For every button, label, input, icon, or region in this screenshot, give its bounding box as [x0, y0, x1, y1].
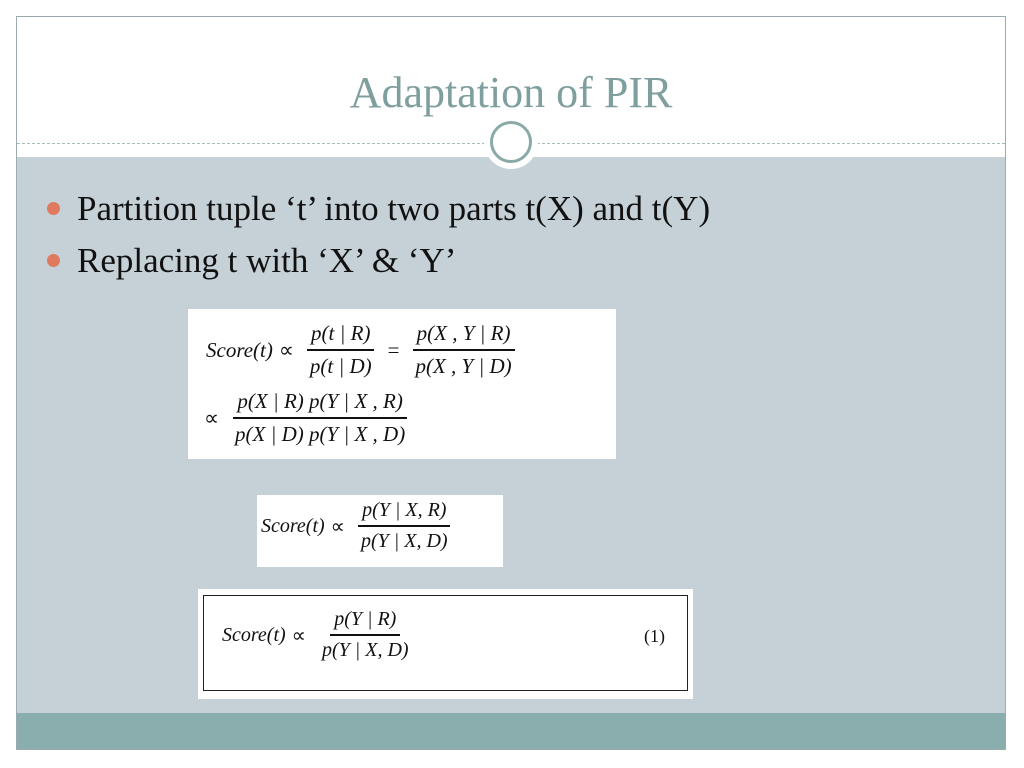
- eq2-proportional: ∝: [330, 515, 345, 538]
- eq3-numerator: p(Y | R): [330, 608, 401, 636]
- eq1-f1-denominator: p(t | D): [309, 354, 372, 378]
- equation-image-1: Score(t) ∝ p(t | R) p(t | D) = p(X , Y |…: [188, 309, 616, 459]
- bullet-dot-icon: [47, 254, 60, 267]
- circle-ornament-icon: [484, 115, 538, 169]
- eq1-fraction-2: p(X , Y | R) p(X , Y | D): [411, 321, 515, 379]
- eq1-equals: =: [387, 337, 400, 362]
- slide-title: Adaptation of PIR: [349, 68, 673, 117]
- eq2-fraction: p(Y | X, R) p(Y | X, D): [357, 499, 452, 553]
- eq3-denominator: p(Y | X, D): [321, 639, 409, 661]
- bullet-item: Partition tuple ‘t’ into two parts t(X) …: [47, 183, 710, 235]
- eq1-fraction-3: p(X | R) p(Y | X , R) p(X | D) p(Y | X ,…: [231, 389, 409, 447]
- eq1-proportional: ∝: [278, 337, 294, 362]
- bullet-list: Partition tuple ‘t’ into two parts t(X) …: [47, 183, 710, 287]
- equation-number: (1): [644, 626, 665, 646]
- eq1-lhs: Score(t): [206, 337, 273, 362]
- eq3-fraction: p(Y | R) p(Y | X, D): [318, 608, 413, 662]
- circle-ring: [490, 121, 532, 163]
- eq1-f2-denominator: p(X , Y | D): [415, 354, 512, 378]
- bullet-dot-icon: [47, 202, 60, 215]
- eq2-numerator: p(Y | X, R): [358, 499, 451, 527]
- bullet-text: Replacing t with ‘X’ & ‘Y’: [77, 241, 457, 280]
- eq1-f2-numerator: p(X , Y | R): [412, 321, 515, 351]
- footer-bar: [17, 713, 1005, 749]
- eq2-denominator: p(Y | X, D): [360, 530, 448, 552]
- eq1-f1-numerator: p(t | R): [307, 321, 375, 351]
- equation-image-3: Score(t) ∝ p(Y | R) p(Y | X, D) (1): [198, 589, 693, 699]
- bullet-text: Partition tuple ‘t’ into two parts t(X) …: [77, 189, 711, 228]
- slide-frame: Adaptation of PIR Partition tuple ‘t’ in…: [16, 16, 1006, 750]
- eq2-lhs: Score(t): [261, 514, 325, 537]
- bullet-item: Replacing t with ‘X’ & ‘Y’: [47, 235, 710, 287]
- eq1-proportional-2: ∝: [204, 405, 220, 430]
- eq3-proportional: ∝: [291, 624, 306, 647]
- eq1-f3-numerator: p(X | R) p(Y | X , R): [233, 389, 407, 419]
- eq1-fraction-1: p(t | R) p(t | D): [306, 321, 376, 379]
- equation-border: Score(t) ∝ p(Y | R) p(Y | X, D) (1): [203, 595, 688, 691]
- eq1-f3-denominator: p(X | D) p(Y | X , D): [235, 422, 406, 446]
- content-area: Partition tuple ‘t’ into two parts t(X) …: [17, 157, 1005, 715]
- eq3-lhs: Score(t): [222, 623, 286, 646]
- equation-image-2: Score(t) ∝ p(Y | X, R) p(Y | X, D): [257, 495, 503, 567]
